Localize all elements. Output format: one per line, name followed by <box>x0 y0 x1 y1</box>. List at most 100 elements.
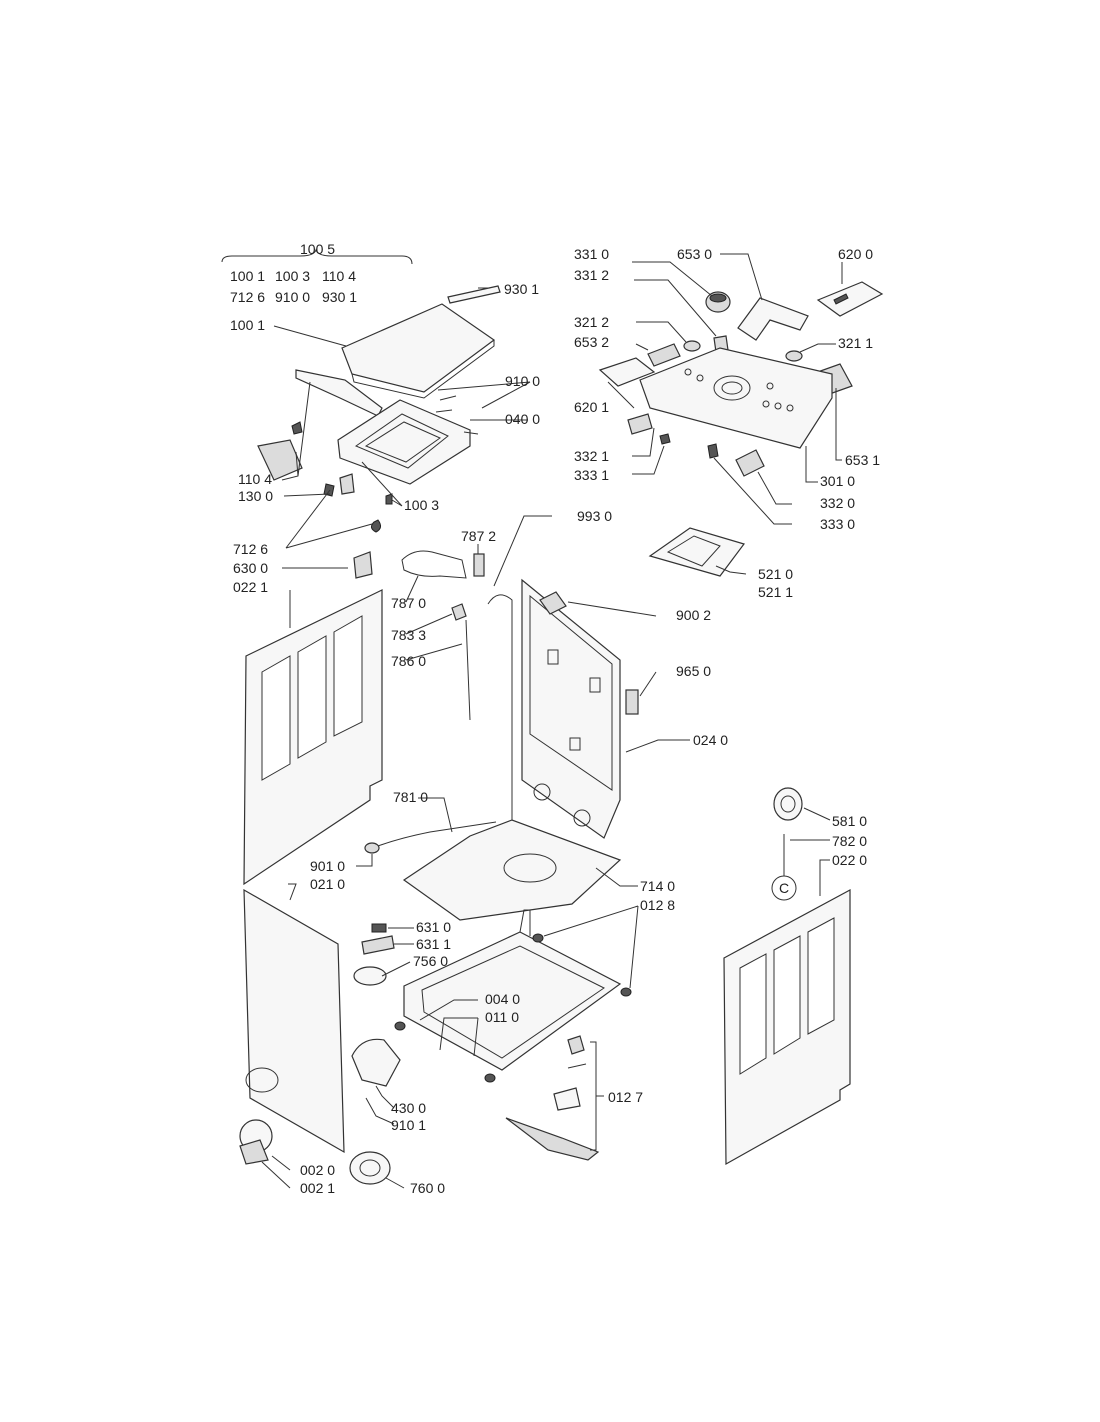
part-783-3 <box>451 603 467 621</box>
label-910-0-list: 910 0 <box>275 289 310 305</box>
label-012-8: 012 8 <box>640 897 675 913</box>
label-321-2: 321 2 <box>574 314 609 330</box>
part-581-0 <box>773 787 803 821</box>
part-521-0-dispenser <box>648 527 745 577</box>
part-620-0-board <box>816 281 884 317</box>
label-100-3: 100 3 <box>404 497 439 513</box>
label-332-1: 332 1 <box>574 448 609 464</box>
label-022-1: 022 1 <box>233 579 268 595</box>
label-002-0: 002 0 <box>300 1162 335 1178</box>
label-021-0: 021 0 <box>310 876 345 892</box>
label-787-0: 787 0 <box>391 595 426 611</box>
label-100-3-list: 100 3 <box>275 268 310 284</box>
label-631-1: 631 1 <box>416 936 451 952</box>
part-653-2 <box>647 343 681 367</box>
part-130-0 <box>339 473 355 495</box>
lid-group <box>221 248 501 533</box>
label-653-1: 653 1 <box>845 452 880 468</box>
label-620-0: 620 0 <box>838 246 873 262</box>
label-430-0: 430 0 <box>391 1100 426 1116</box>
label-620-1: 620 1 <box>574 399 609 415</box>
part-430-0-pump <box>351 1038 401 1087</box>
label-910-1: 910 1 <box>391 1117 426 1133</box>
part-321-2 <box>683 340 701 352</box>
part-332-0 <box>735 449 765 477</box>
part-930-1 <box>447 285 501 304</box>
part-760-0-filter <box>349 1151 391 1185</box>
label-653-2: 653 2 <box>574 334 609 350</box>
part-332-1 <box>627 413 653 435</box>
part-787-2 <box>473 553 485 577</box>
label-631-0: 631 0 <box>416 919 451 935</box>
part-321-1 <box>785 350 803 362</box>
part-002-1 <box>239 1139 269 1165</box>
part-787-0-bellows <box>401 550 467 579</box>
label-521-0: 521 0 <box>758 566 793 582</box>
label-012-7: 012 7 <box>608 1089 643 1105</box>
part-301-0-console <box>639 347 833 449</box>
label-782-0: 782 0 <box>832 833 867 849</box>
label-c-marker: C <box>779 880 789 896</box>
label-333-0: 333 0 <box>820 516 855 532</box>
label-787-2: 787 2 <box>461 528 496 544</box>
hose-781-0 <box>377 821 497 847</box>
label-930-1-list: 930 1 <box>322 289 357 305</box>
part-714-0-tray <box>402 819 622 921</box>
front-panel-021-0 <box>243 888 345 1154</box>
c-marker-circle <box>771 875 797 901</box>
label-130-0: 130 0 <box>238 488 273 504</box>
label-581-0: 581 0 <box>832 813 867 829</box>
label-910-0: 910 0 <box>505 373 540 389</box>
label-521-1: 521 1 <box>758 584 793 600</box>
label-004-0: 004 0 <box>485 991 520 1007</box>
label-993-0: 993 0 <box>577 508 612 524</box>
hose-786-0 <box>465 619 471 721</box>
base-frame-004-0 <box>394 909 632 1083</box>
label-786-0: 786 0 <box>391 653 426 669</box>
label-301-0: 301 0 <box>820 473 855 489</box>
back-panel-024-0 <box>521 578 621 839</box>
label-630-0: 630 0 <box>233 560 268 576</box>
part-lid-frame <box>337 399 471 485</box>
label-781-0: 781 0 <box>393 789 428 805</box>
label-783-3: 783 3 <box>391 627 426 643</box>
callout-labels: 100 5 100 1 100 3 110 4 712 6 910 0 930 … <box>230 241 880 1196</box>
part-hinge-left <box>257 439 303 481</box>
label-110-4-list: 110 4 <box>322 268 356 284</box>
label-333-1: 333 1 <box>574 467 609 483</box>
label-022-0: 022 0 <box>832 852 867 868</box>
side-panel-022-0 <box>723 888 851 1166</box>
label-653-0: 653 0 <box>677 246 712 262</box>
label-965-0: 965 0 <box>676 663 711 679</box>
label-100-5: 100 5 <box>300 241 335 257</box>
leader-lines <box>261 253 843 1189</box>
console-group <box>598 281 884 577</box>
label-024-0: 024 0 <box>693 732 728 748</box>
label-714-0: 714 0 <box>640 878 675 894</box>
label-321-1: 321 1 <box>838 335 873 351</box>
label-756-0: 756 0 <box>413 953 448 969</box>
part-631-0 <box>371 923 387 933</box>
label-100-1: 100 1 <box>230 317 265 333</box>
label-712-6: 712 6 <box>233 541 268 557</box>
part-630-0 <box>353 551 373 579</box>
label-712-6-list: 712 6 <box>230 289 265 305</box>
label-110-4: 110 4 <box>238 471 272 487</box>
part-900-2 <box>539 591 567 615</box>
side-panel-022-1 <box>243 589 383 886</box>
label-011-0: 011 0 <box>485 1009 519 1025</box>
part-965-0 <box>625 689 639 715</box>
label-040-0: 040 0 <box>505 411 540 427</box>
part-333-1 <box>659 433 671 445</box>
label-760-0: 760 0 <box>410 1180 445 1196</box>
part-100-1-lid <box>341 303 496 393</box>
hose-993-0 <box>487 594 513 826</box>
label-901-0: 901 0 <box>310 858 345 874</box>
label-332-0: 332 0 <box>820 495 855 511</box>
label-002-1: 002 1 <box>300 1180 335 1196</box>
label-930-1: 930 1 <box>504 281 539 297</box>
part-012-7-feet <box>505 1117 600 1161</box>
label-100-1-list: 100 1 <box>230 268 265 284</box>
label-331-2: 331 2 <box>574 267 609 283</box>
